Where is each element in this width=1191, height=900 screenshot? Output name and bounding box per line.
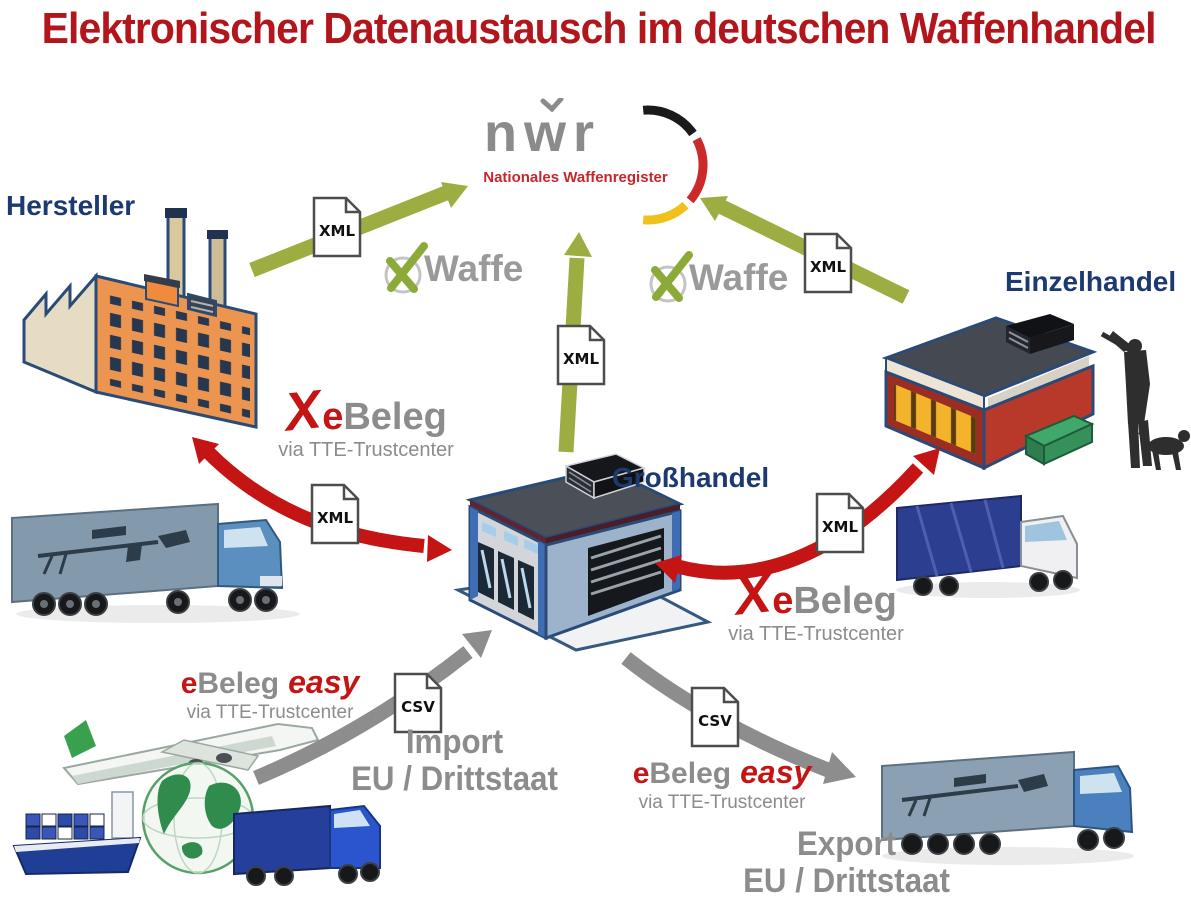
hersteller-label: Hersteller [6, 190, 136, 221]
shop-illustration [881, 314, 1098, 471]
factory-illustration [22, 208, 258, 429]
ebeleg-via: via TTE-Trustcenter [186, 702, 354, 723]
nwr-subtitle: Nationales Waffenregister [483, 169, 668, 186]
xebeleg-beleg: Beleg [793, 580, 897, 622]
nwr-flag-arc-icon [642, 105, 708, 225]
grosshandel-label: Großhandel [612, 462, 770, 493]
xebeleg-x: X [732, 563, 775, 627]
xebeleg-via: via TTE-Trustcenter [278, 439, 454, 461]
page-title: Elektronischer Datenaustausch im deutsch… [41, 4, 1157, 53]
xml-badge-hersteller-grosshandel: XML [310, 483, 360, 545]
ebeleg-beleg: Beleg [649, 757, 732, 790]
nwr-caron-icon [540, 98, 564, 112]
document-icon [556, 324, 606, 386]
xebeleg-via: via TTE-Trustcenter [728, 623, 904, 645]
xml-badge-label: XML [821, 518, 859, 536]
arrow-xebeleg-hersteller [192, 437, 452, 562]
truck-hersteller-illustration [11, 502, 300, 623]
xml-badge-grosshandel-nwr: XML [556, 324, 606, 386]
export-subtitle: EU / Drittstaat [743, 861, 950, 900]
csv-badge-label: CSV [401, 698, 435, 716]
xml-badge-label: XML [562, 350, 600, 368]
xebeleg-e: e [772, 580, 794, 622]
import-cluster-illustration [12, 720, 381, 886]
csv-badge-export: CSV [690, 686, 740, 748]
csv-badge-import: CSV [393, 672, 443, 734]
xml-badge-label: XML [316, 509, 354, 527]
ebeleg-easy: easy [288, 664, 360, 700]
hunter-silhouette-icon [1100, 331, 1190, 470]
einzelhandel-label: Einzelhandel [1005, 266, 1177, 297]
document-icon [312, 196, 362, 258]
xwaffe-logo-right: Waffe [646, 248, 788, 308]
xebeleg-beleg: Beleg [343, 396, 447, 438]
xml-badge-einzelhandel-nwr: XML [803, 232, 853, 294]
truck-export-illustration [881, 750, 1134, 865]
import-label: Import EU / Drittstaat [342, 724, 567, 797]
xwaffe-label: Waffe [424, 248, 524, 289]
csv-badge-label: CSV [698, 712, 732, 730]
xwaffe-check-icon [649, 251, 693, 303]
ebeleg-via: via TTE-Trustcenter [638, 792, 806, 813]
truck-einzelhandel-illustration [896, 494, 1080, 598]
xml-badge-grosshandel-einzelhandel: XML [815, 492, 865, 554]
xwaffe-label: Waffe [689, 257, 789, 298]
document-icon [815, 492, 865, 554]
ebeleg-e: e [180, 667, 198, 700]
import-subtitle: EU / Drittstaat [351, 759, 558, 798]
document-icon [690, 686, 740, 748]
import-title: Import [405, 723, 504, 761]
xml-badge-label: XML [809, 258, 847, 276]
ebeleg-beleg: Beleg [197, 667, 280, 700]
export-label: Export EU / Drittstaat [734, 826, 959, 899]
ebeleg-easy: easy [740, 754, 812, 790]
warehouse-illustration [453, 453, 713, 652]
xwaffe-logo-left: Waffe [381, 239, 523, 299]
xwaffe-check-icon [384, 242, 428, 294]
xebeleg-e: e [322, 396, 344, 438]
nwr-wordmark: nwr [484, 103, 602, 163]
container-ship-icon [12, 791, 142, 876]
export-title: Export [796, 825, 897, 863]
document-icon [803, 232, 853, 294]
ebeleg-e: e [632, 757, 650, 790]
arrow-xebeleg-einzelhandel [655, 448, 940, 583]
document-icon [393, 672, 443, 734]
truck-import-icon [233, 804, 381, 886]
arrow-import [253, 630, 492, 785]
xml-badge-label: XML [318, 222, 356, 240]
cargo-plane-icon [62, 720, 320, 786]
document-icon [310, 483, 360, 545]
xebeleg-x: X [282, 379, 325, 443]
xml-badge-hersteller-nwr: XML [312, 196, 362, 258]
